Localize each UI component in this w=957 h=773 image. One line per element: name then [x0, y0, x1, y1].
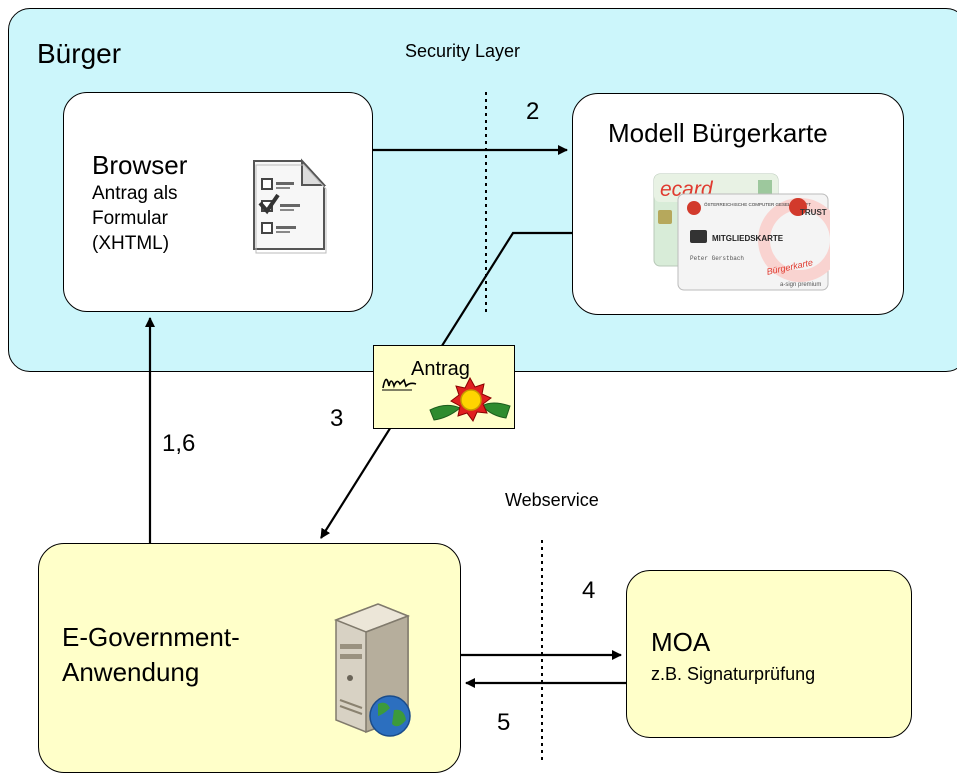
member-card-text: MITGLIEDSKARTE [712, 234, 784, 243]
trust-text: TRUST [800, 208, 827, 217]
arrow-step-3 [320, 231, 572, 539]
browser-line-1: Antrag als [92, 183, 178, 204]
browser-line-3: (XHTML) [92, 233, 170, 254]
step-3-label: 3 [330, 405, 344, 432]
signed-document: Antrag [373, 345, 515, 429]
region-title: Bürger [37, 38, 122, 69]
form-document-icon [253, 158, 327, 254]
signature-icon [382, 378, 417, 391]
society-text: ÖSTERREICHISCHE COMPUTER GESELLSCHAFT [704, 201, 811, 207]
browser-line-2: Formular [92, 208, 169, 229]
browser-title: Browser [92, 150, 188, 180]
holder-text: Peter Gerstbach [690, 255, 744, 262]
moa-title: MOA [651, 627, 711, 657]
egov-title-line1: E-Government- [62, 622, 240, 652]
step-5-label: 5 [497, 709, 511, 736]
egov-title-line2: Anwendung [62, 657, 200, 687]
moa-subtitle: z.B. Signaturprüfung [651, 664, 816, 684]
seal-icon [429, 376, 511, 422]
card-title: Modell Bürgerkarte [608, 118, 828, 148]
step-2-label: 2 [526, 98, 540, 125]
document-label: Antrag [411, 358, 470, 380]
asign-text: a-sign premium [780, 282, 821, 288]
server-icon [333, 603, 411, 737]
step-1-6-label: 1,6 [162, 430, 196, 457]
webservice-label: Webservice [505, 490, 599, 510]
moa-box [626, 570, 912, 738]
step-4-label: 4 [582, 577, 596, 604]
smart-card-icon: ecard ÖSTERREICHISCHE COMPUTER GESELLSCH… [653, 173, 830, 291]
security-layer-label: Security Layer [405, 41, 521, 61]
